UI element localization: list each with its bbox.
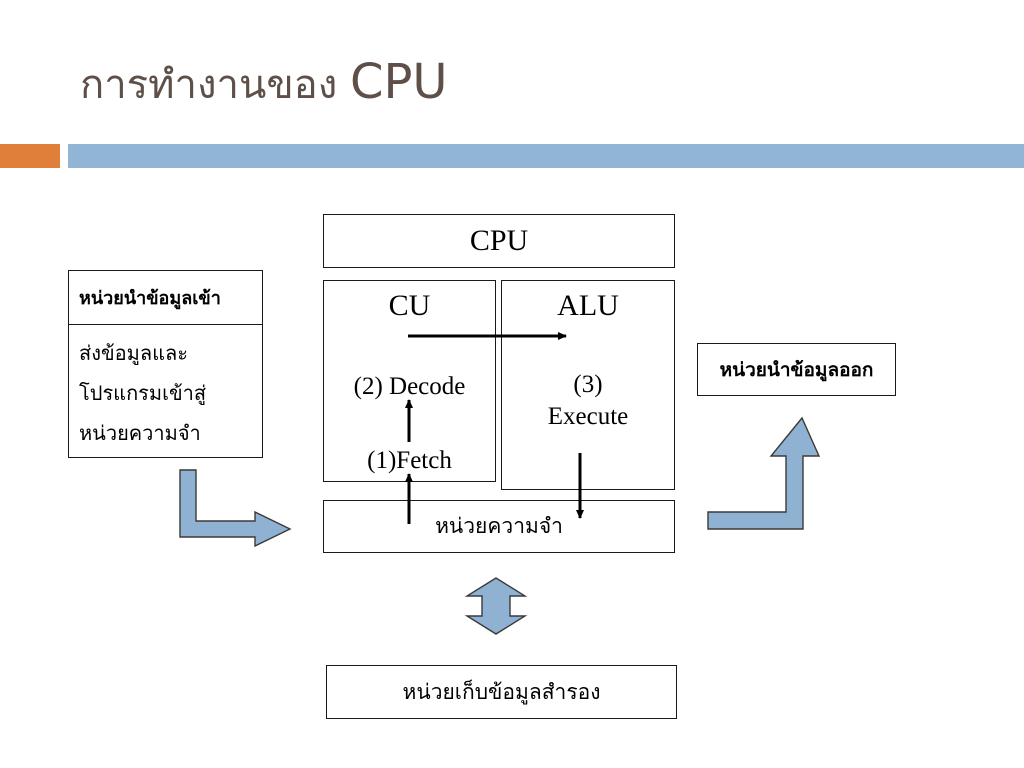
input-line: โปรแกรมเข้าสู่ (79, 381, 207, 405)
cu-box: CU (2) Decode (1)Fetch (323, 280, 496, 482)
cpu-box: CPU (323, 214, 675, 268)
input-unit-box: หน่วยนำข้อมูลเข้า ส่งข้อมูลและ โปรแกรมเข… (68, 270, 263, 458)
input-line: หน่วยความจำ (79, 421, 201, 445)
input-unit-description: ส่งข้อมูลและ โปรแกรมเข้าสู่ หน่วยความจำ (69, 325, 262, 461)
input-to-memory-arrow (179, 469, 292, 548)
storage-unit-box: หน่วยเก็บข้อมูลสำรอง (326, 665, 677, 719)
execute-number: (3) (573, 371, 603, 398)
accent-bar-orange (0, 144, 60, 168)
cu-label: CU (388, 289, 431, 322)
alu-box: ALU (3) Execute (501, 280, 675, 490)
execute-label: Execute (547, 403, 629, 430)
memory-to-output-arrow (707, 416, 821, 530)
memory-unit-box: หน่วยความจำ (323, 500, 675, 553)
accent-bar-blue (68, 144, 1024, 168)
title-cpu: CPU (349, 54, 448, 110)
alu-label: ALU (557, 289, 619, 322)
input-unit-title: หน่วยนำข้อมูลเข้า (69, 271, 262, 325)
memory-storage-double-arrow (464, 577, 528, 635)
output-unit-box: หน่วยนำข้อมูลออก (697, 343, 896, 396)
page-title: การทำงานของ CPU (80, 52, 448, 115)
input-line: ส่งข้อมูลและ (79, 341, 188, 365)
title-text: การทำงานของ (80, 62, 338, 108)
fetch-label: (1)Fetch (367, 447, 452, 474)
decode-label: (2) Decode (353, 373, 466, 400)
